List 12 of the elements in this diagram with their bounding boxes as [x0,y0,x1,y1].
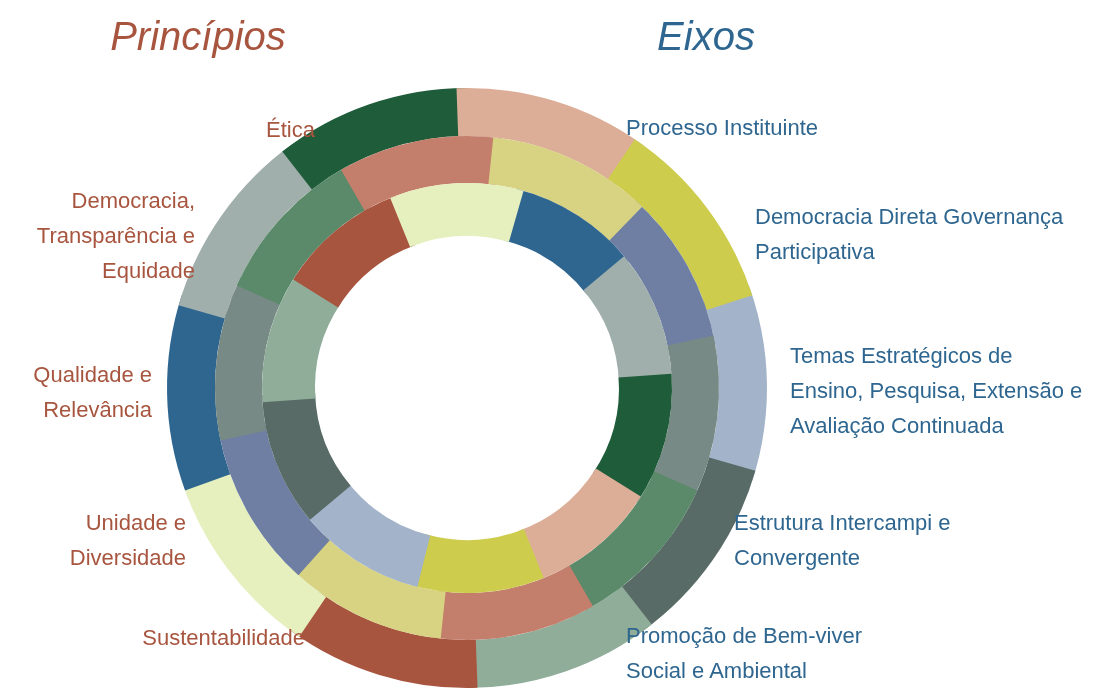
principle-label: Democracia, Transparência e Equidade [35,187,195,285]
column-heading: Eixos [657,14,755,59]
principle-label: Unidade e Diversidade [68,509,186,572]
axis-label: Estrutura Intercampi e Convergente [734,509,952,572]
axis-label: Democracia Direta Governança Participativa [755,203,1065,266]
principle-label: Qualidade e Relevância [32,361,152,424]
axis-label: Temas Estratégicos de Ensino, Pesquisa, Extensão e Avaliação Continuada [790,342,1084,440]
principle-label: Sustentabilidade [141,624,305,652]
principle-label: Ética [265,116,315,144]
axis-label: Processo Instituinte [626,114,819,142]
axis-label: Promoção de Bem-viver Social e Ambiental [626,622,863,685]
column-heading: Princípios [110,14,286,59]
